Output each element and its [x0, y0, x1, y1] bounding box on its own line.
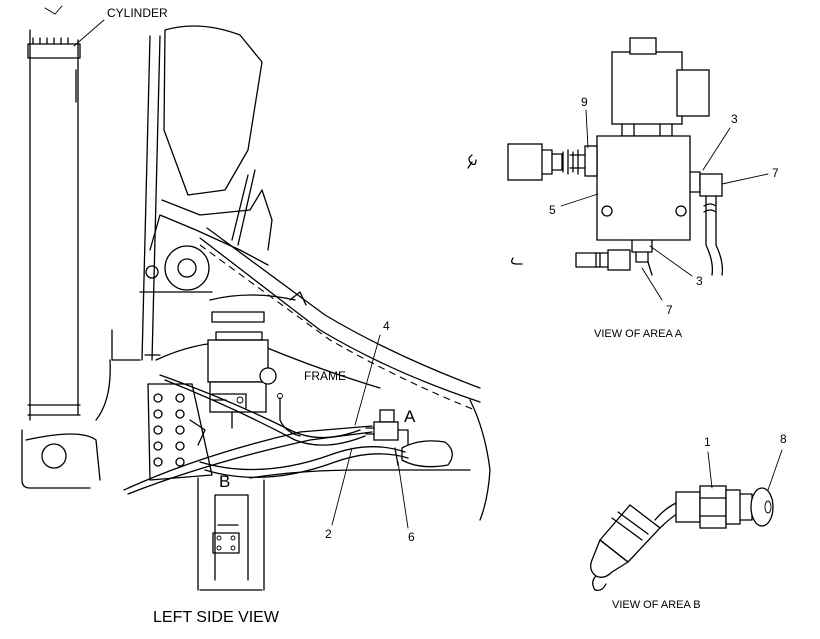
callout-2-leader — [331, 447, 353, 526]
callout-b-8-leader — [767, 449, 783, 491]
callout-a-5: 5 — [549, 203, 556, 217]
callout-4-leader — [354, 334, 381, 426]
callout-4: 4 — [383, 319, 390, 333]
valve-block-shape — [147, 383, 213, 481]
callout-a-3-bottom-leader — [649, 245, 693, 277]
callout-2: 2 — [325, 527, 332, 541]
callout-b-1: 1 — [704, 435, 711, 449]
left-side-view-drawing — [21, 25, 491, 591]
callout-a-7-bottom-leader — [641, 267, 663, 301]
callout-6-leader — [397, 461, 409, 529]
callout-a-3-top-leader — [702, 127, 731, 171]
frame-label: FRAME — [304, 369, 346, 383]
view-area-a-drawing — [467, 37, 724, 276]
view-area-b-title: VIEW OF AREA B — [612, 599, 701, 611]
callout-b-1-leader — [707, 451, 713, 489]
frame-shape — [155, 341, 491, 591]
callout-a-9: 9 — [581, 95, 588, 109]
cylinder-mark — [44, 5, 63, 15]
area-a-valve-small — [365, 409, 453, 468]
cylinder-label: CYLINDER — [107, 6, 168, 20]
callout-6: 6 — [408, 530, 415, 544]
callout-a-7-bottom: 7 — [666, 303, 673, 317]
hose-lines — [123, 374, 409, 495]
cylinder-leader — [73, 19, 105, 47]
callout-a-5-leader — [560, 193, 599, 207]
callout-a-3-top: 3 — [731, 112, 738, 126]
callout-a-9-leader — [585, 109, 589, 149]
area-b-label: B — [219, 472, 230, 491]
callout-a-7-right: 7 — [772, 166, 779, 180]
callout-a-3-bottom: 3 — [696, 274, 703, 288]
area-a-label: A — [404, 407, 416, 426]
cylinder-shape — [21, 29, 101, 489]
pump-module-shape — [207, 331, 277, 429]
view-area-a-title: VIEW OF AREA A — [594, 328, 683, 340]
callout-a-7-right-leader — [721, 173, 769, 185]
callout-b-8: 8 — [780, 432, 787, 446]
view-area-b-drawing — [590, 485, 774, 592]
left-side-view-title: LEFT SIDE VIEW — [153, 609, 280, 626]
boom-arm-shape — [95, 25, 481, 421]
